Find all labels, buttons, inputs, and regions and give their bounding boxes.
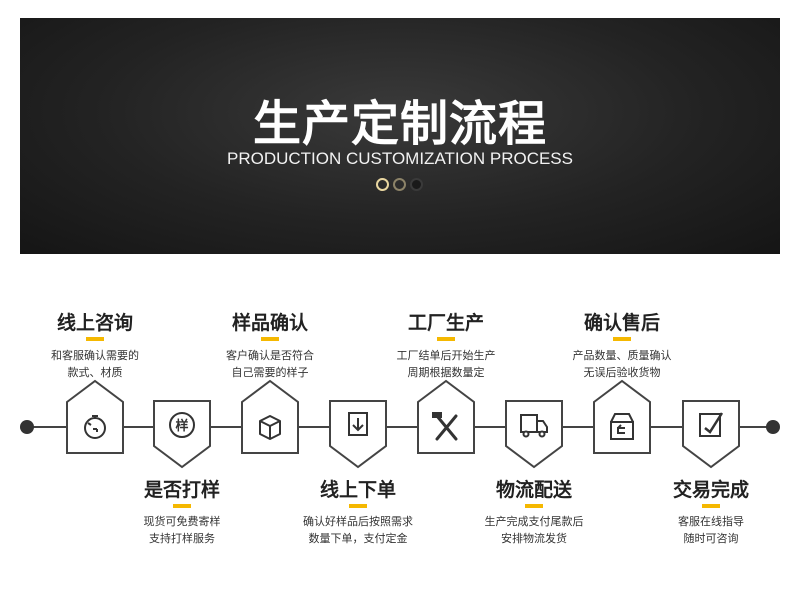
step-title-1: 线上咨询 (56, 312, 133, 334)
step-desc-3: 客户确认是否符合 自己需要的样子 (190, 347, 350, 381)
step-node-7 (593, 379, 651, 454)
desc-line: 产品数量、质量确认 (572, 349, 672, 362)
accent-bar (702, 504, 720, 508)
download-order-icon (348, 412, 368, 436)
accent-bar (86, 337, 104, 341)
desc-line: 周期根据数量定 (407, 366, 485, 379)
step-title-2: 是否打样 (143, 479, 220, 501)
step-title-6: 物流配送 (495, 479, 572, 501)
desc-line: 无误后验收货物 (583, 366, 661, 379)
timeline-start-dot (20, 420, 34, 434)
step-desc-7: 产品数量、质量确认 无误后验收货物 (542, 347, 702, 381)
step-desc-6: 生产完成支付尾款后 安排物流发货 (454, 513, 614, 547)
hammer-wrench-icon (432, 412, 458, 441)
step-node-8 (682, 400, 740, 469)
desc-line: 现货可免费寄样 (143, 515, 221, 528)
step-node-2 (153, 400, 211, 469)
step-title-5: 工厂生产 (407, 312, 484, 334)
carousel-dots (376, 178, 426, 192)
desc-line: 工厂结单后开始生产 (396, 349, 496, 362)
step-desc-5: 工厂结单后开始生产 周期根据数量定 (366, 347, 526, 381)
step-node-5 (417, 379, 475, 454)
timer-icon (84, 415, 106, 439)
desc-line: 和客服确认需要的 (51, 349, 139, 362)
page-subtitle: PRODUCTION CUSTOMIZATION PROCESS (226, 149, 573, 168)
dot-icon (410, 178, 423, 191)
accent-bar (173, 504, 191, 508)
desc-line: 随时可咨询 (683, 532, 739, 545)
truck-icon (520, 414, 548, 438)
accent-bar (349, 504, 367, 508)
desc-line: 生产完成支付尾款后 (484, 515, 584, 528)
dot-icon (393, 178, 406, 191)
accent-bar (613, 337, 631, 341)
desc-line: 数量下单，支付定金 (308, 532, 408, 545)
desc-line: 安排物流发货 (501, 532, 567, 545)
step-node-6 (505, 400, 563, 469)
step-desc-8: 客服在线指导 随时可咨询 (631, 513, 791, 547)
accent-bar (437, 337, 455, 341)
desc-line: 客户确认是否符合 (226, 349, 314, 362)
step-desc-1: 和客服确认需要的 款式、材质 (15, 347, 175, 381)
dot-icon (376, 178, 389, 191)
page-title: 生产定制流程 (252, 96, 547, 152)
sample-tag-icon (169, 412, 195, 438)
step-desc-2: 现货可免费寄样 支持打样服务 (102, 513, 262, 547)
desc-line: 自己需要的样子 (231, 366, 309, 379)
header-banner: 生产定制流程 PRODUCTION CUSTOMIZATION PROCESS (20, 18, 780, 254)
return-box-icon (610, 413, 634, 440)
step-title-3: 样品确认 (231, 312, 308, 334)
desc-line: 确认好样品后按照需求 (303, 515, 413, 528)
step-desc-4: 确认好样品后按照需求 数量下单，支付定金 (278, 513, 438, 547)
desc-line: 客服在线指导 (678, 515, 744, 528)
accent-bar (525, 504, 543, 508)
desc-line: 支持打样服务 (149, 532, 215, 545)
timeline-end-dot (766, 420, 780, 434)
accent-bar (261, 337, 279, 341)
box-icon (259, 415, 281, 440)
desc-line: 款式、材质 (67, 366, 123, 379)
step-title-7: 确认售后 (583, 312, 660, 334)
sample-char: 样 (175, 418, 188, 434)
edit-check-icon (699, 412, 724, 437)
step-title-4: 线上下单 (319, 479, 396, 501)
step-title-8: 交易完成 (672, 479, 749, 501)
